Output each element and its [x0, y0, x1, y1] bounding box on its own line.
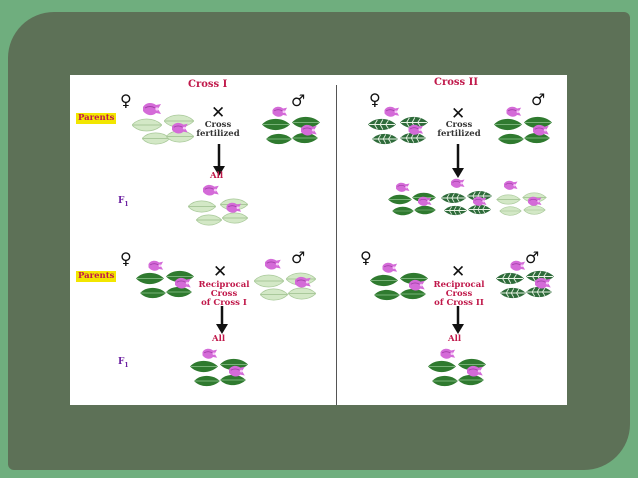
male-symbol-icon: ♂ — [291, 248, 306, 267]
parents-label: Parents — [76, 271, 117, 282]
f1-label: F1 — [118, 196, 129, 208]
plant-icon — [388, 182, 436, 216]
f1-label: F1 — [118, 357, 129, 369]
female-symbol-icon: ♀ — [369, 90, 381, 109]
plant-icon — [190, 348, 248, 387]
plant-icon — [441, 178, 492, 216]
reciprocal-result-label: All — [212, 334, 226, 344]
male-symbol-icon: ♂ — [291, 91, 306, 110]
plant-icon — [262, 106, 320, 145]
cross-icon: ✕ — [211, 103, 226, 123]
plant-icon — [254, 258, 316, 301]
plant-icon — [368, 106, 428, 145]
plant-icon — [370, 262, 428, 301]
plant-icon — [496, 260, 554, 299]
plant-icon — [496, 180, 547, 216]
plant-icon — [188, 184, 248, 226]
cross-icon: ✕ — [451, 104, 466, 124]
parents-label: Parents — [76, 113, 117, 124]
male-symbol-icon: ♂ — [525, 248, 540, 267]
plant-icon — [428, 348, 486, 387]
female-symbol-icon: ♀ — [120, 249, 132, 268]
cross-icon: ✕ — [451, 262, 466, 282]
cross1-title: Cross I — [188, 79, 228, 90]
plant-icon — [494, 106, 552, 145]
down-arrow-icon — [452, 306, 464, 334]
female-symbol-icon: ♀ — [360, 248, 372, 267]
divider-line — [336, 85, 337, 405]
down-arrow-icon — [452, 144, 464, 178]
reciprocal-result-label: All — [448, 334, 462, 344]
plant-icon — [136, 260, 194, 299]
cross2-title: Cross II — [434, 77, 478, 88]
cross1-result-label: All — [210, 171, 224, 181]
down-arrow-icon — [213, 144, 225, 176]
plant-icon — [132, 102, 194, 145]
female-symbol-icon: ♀ — [120, 91, 132, 110]
cross-icon: ✕ — [213, 262, 228, 282]
male-symbol-icon: ♂ — [531, 90, 546, 109]
down-arrow-icon — [216, 306, 228, 334]
